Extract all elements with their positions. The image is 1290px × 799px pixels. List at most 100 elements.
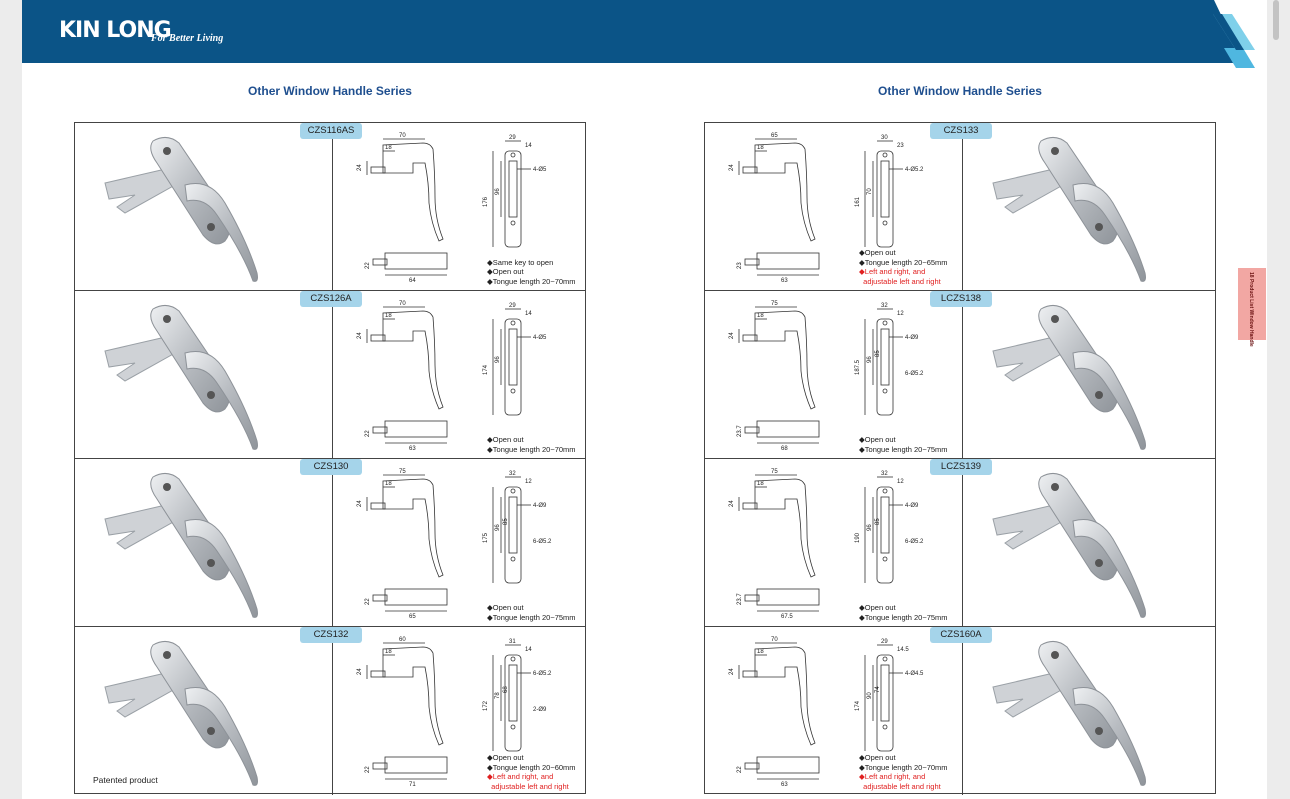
feature-notes: ◆Open out◆Tongue length 20~75mm: [859, 603, 948, 622]
svg-text:78: 78: [495, 692, 501, 699]
svg-text:18: 18: [385, 145, 392, 151]
brand-slogan: For Better Living: [151, 33, 224, 44]
note-text: Open out: [864, 435, 896, 444]
technical-drawing: [366, 474, 531, 612]
patent-label: Patented product: [93, 775, 158, 785]
svg-text:24: 24: [357, 332, 363, 339]
svg-text:64: 64: [409, 278, 416, 284]
svg-text:14: 14: [525, 143, 532, 149]
handle-photo: [992, 641, 1146, 786]
svg-text:29: 29: [509, 303, 516, 309]
note-text: Tongue length 20~60mm: [492, 762, 576, 772]
scrollbar-thumb[interactable]: [1273, 0, 1279, 40]
svg-text:4-Ø9: 4-Ø9: [533, 503, 547, 509]
svg-text:174: 174: [483, 364, 489, 375]
svg-text:18: 18: [385, 313, 392, 319]
svg-text:18: 18: [757, 145, 764, 151]
svg-text:6-Ø5.2: 6-Ø5.2: [905, 371, 924, 377]
svg-text:24: 24: [357, 668, 363, 675]
model-tag: LCZS138: [930, 291, 992, 307]
model-tag: CZS130: [300, 459, 362, 475]
svg-text:96: 96: [867, 524, 873, 531]
svg-text:18: 18: [385, 481, 392, 487]
svg-text:190: 190: [855, 532, 861, 543]
feature-notes: ◆Same key to open◆Open out◆Tongue length…: [487, 257, 576, 286]
photo-cell: [992, 473, 1146, 618]
svg-text:96: 96: [495, 188, 501, 195]
svg-text:75: 75: [771, 469, 778, 475]
svg-text:4-Ø9: 4-Ø9: [905, 335, 919, 341]
svg-text:67.5: 67.5: [781, 614, 793, 620]
svg-text:96: 96: [495, 524, 501, 531]
svg-text:4-Ø5: 4-Ø5: [533, 167, 547, 173]
svg-text:85: 85: [875, 350, 881, 357]
svg-text:32: 32: [881, 303, 888, 309]
cell-divider: [962, 459, 963, 626]
svg-text:18: 18: [757, 481, 764, 487]
note-text: Left and right, and: [864, 267, 926, 276]
feature-notes: ◆Open out◆Tongue length 20~70mm: [487, 435, 576, 454]
note-text: adjustable left and right: [863, 781, 941, 791]
cell-divider: [962, 291, 963, 458]
technical-drawing: [366, 642, 531, 780]
brand-logo-text: KIN LONG: [59, 18, 172, 43]
technical-drawing: [738, 306, 903, 444]
svg-text:23: 23: [897, 143, 904, 149]
model-tag: CZS133: [930, 123, 992, 139]
svg-text:71: 71: [409, 782, 416, 788]
svg-text:75: 75: [399, 469, 406, 475]
photo-cell: [104, 641, 258, 786]
handle-photo: [992, 305, 1146, 450]
svg-text:30: 30: [881, 135, 888, 141]
note-text: Left and right, and: [864, 772, 926, 781]
svg-text:90: 90: [867, 692, 873, 699]
note-text: Open out: [492, 603, 524, 612]
note-text: adjustable left and right: [863, 276, 941, 286]
feature-notes: ◆Open out◆Tongue length 20~70mm◆Left and…: [859, 753, 948, 791]
svg-text:6-Ø5.2: 6-Ø5.2: [533, 671, 552, 677]
svg-text:18: 18: [385, 649, 392, 655]
svg-text:22: 22: [365, 598, 371, 605]
photo-cell: [104, 305, 258, 450]
note-text: Tongue length 20~65mm: [864, 257, 948, 267]
photo-cell: [992, 305, 1146, 450]
svg-text:22: 22: [737, 766, 743, 773]
note-text: Tongue length 20~70mm: [864, 762, 948, 772]
cell-divider: [332, 291, 333, 458]
note-text: Tongue length 20~75mm: [864, 612, 948, 622]
side-chapter-tab[interactable]: 18 Product List Window Handle: [1238, 268, 1266, 347]
svg-text:22: 22: [365, 766, 371, 773]
photo-cell: [992, 137, 1146, 282]
note-text: Open out: [492, 267, 524, 276]
handle-photo: [992, 137, 1146, 282]
svg-text:176: 176: [483, 196, 489, 207]
svg-text:175: 175: [483, 532, 489, 543]
technical-drawing: [738, 642, 903, 780]
technical-drawing: [738, 138, 903, 276]
handle-photo: [104, 473, 258, 618]
svg-text:24: 24: [729, 668, 735, 675]
cell-divider: [332, 627, 333, 795]
svg-text:85: 85: [875, 518, 881, 525]
svg-text:18: 18: [757, 649, 764, 655]
svg-text:32: 32: [509, 471, 516, 477]
svg-text:23.7: 23.7: [737, 593, 743, 605]
svg-text:29: 29: [509, 135, 516, 141]
kinlong-mark-icon: [1213, 14, 1255, 68]
svg-text:4-Ø9: 4-Ø9: [905, 503, 919, 509]
svg-text:14: 14: [525, 647, 532, 653]
svg-text:68: 68: [781, 446, 788, 452]
svg-text:68: 68: [503, 686, 509, 693]
